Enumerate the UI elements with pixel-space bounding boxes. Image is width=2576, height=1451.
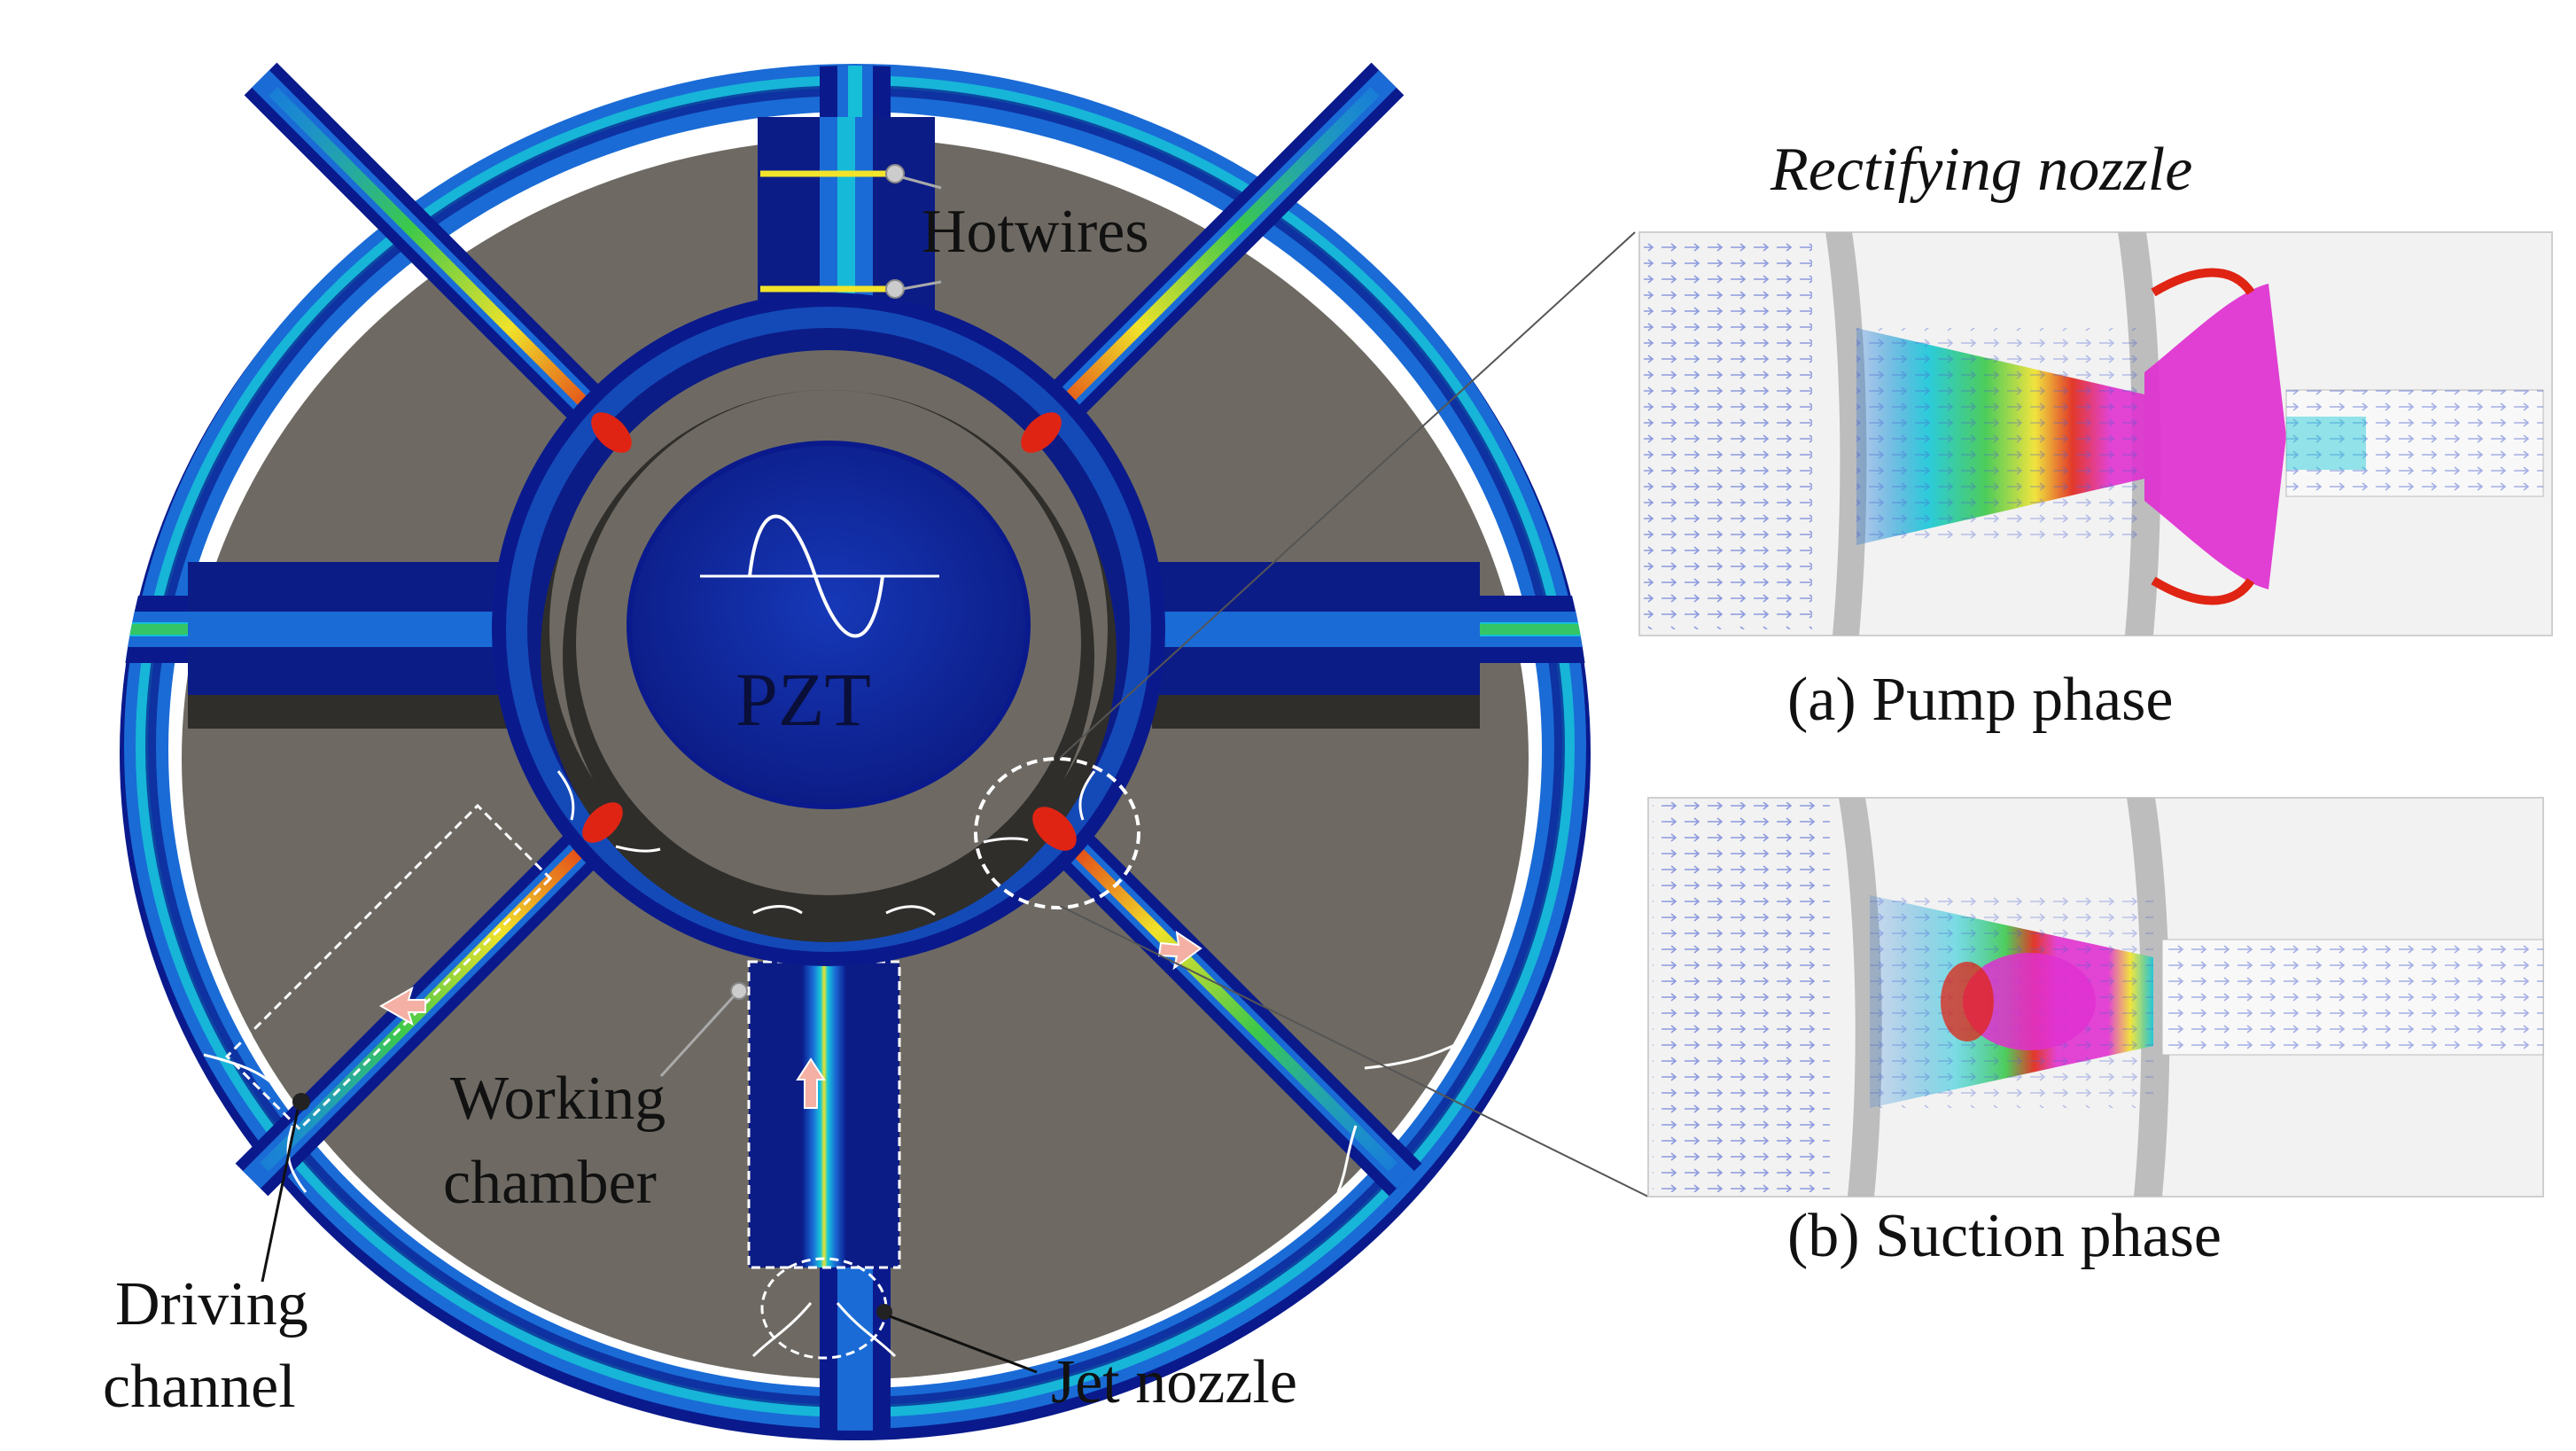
driving-channel-pointer (292, 1093, 310, 1111)
flow-arrow-up (796, 1057, 826, 1109)
label-pzt: PZT (735, 657, 871, 742)
panel-suction-phase (1647, 797, 2544, 1197)
label-rectifying-nozzle: Rectifying nozzle (1771, 136, 2193, 204)
flow-arrow-sw (378, 986, 426, 1026)
jet-channel (659, 931, 1038, 1374)
label-suction-phase: (b) Suction phase (1787, 1202, 2222, 1270)
label-working: Working (450, 1065, 666, 1133)
pzt-disc (626, 441, 1031, 809)
label-driving: Driving (115, 1270, 308, 1338)
label-jet-nozzle: Jet nozzle (1051, 1348, 1297, 1416)
flow-curves (203, 770, 1463, 1358)
flow-arrow-se (1157, 930, 1202, 971)
nozzle-hotspots (582, 412, 1077, 851)
label-chamber: chamber (443, 1149, 657, 1217)
panel-pump-phase (1638, 231, 2553, 636)
rectifying-nozzle-marker (974, 757, 1140, 909)
zoom-connectors (1059, 231, 1649, 1197)
label-channel: channel (103, 1353, 296, 1421)
diagonal-channels (235, 62, 1422, 1197)
label-pump-phase: (a) Pump phase (1787, 666, 2174, 734)
sine-wave-icon (748, 514, 884, 638)
side-chambers (188, 562, 1480, 729)
label-hotwires: Hotwires (922, 198, 1149, 266)
device-disc (120, 62, 1591, 1440)
